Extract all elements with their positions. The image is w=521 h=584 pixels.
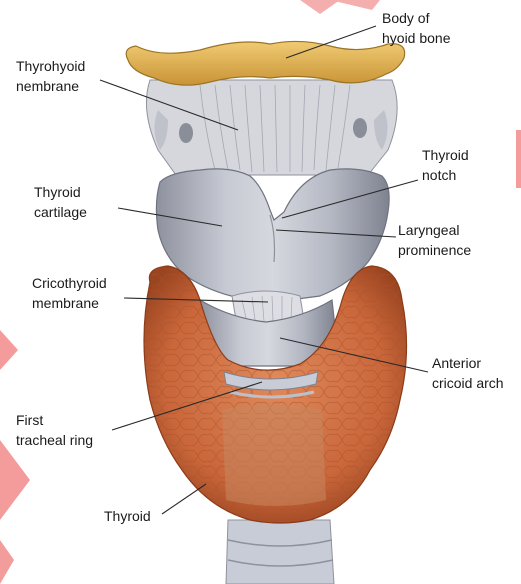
hyoid-bone	[126, 41, 404, 85]
label-anterior-cricoid-arch: Anterior cricoid arch	[432, 353, 504, 393]
label-cricothyroid-membrane: Cricothyroid membrane	[32, 273, 107, 313]
thyrohyoid-membrane	[146, 80, 397, 175]
label-thyroid: Thyroid	[104, 506, 151, 526]
trachea	[226, 520, 334, 584]
label-laryngeal-prominence: Laryngeal prominence	[398, 220, 471, 260]
watermark-left-2	[0, 440, 30, 520]
watermark-top-right	[330, 0, 380, 10]
label-thyroid-notch: Thyroid notch	[422, 145, 469, 185]
watermark-left-1	[0, 330, 18, 370]
label-thyroid-cartilage: Thyroid cartilage	[34, 182, 87, 222]
label-thyrohyoid-membrane: Thyrohyoid nembrane	[16, 56, 85, 96]
label-first-tracheal-ring: First tracheal ring	[16, 410, 93, 450]
watermark-right	[516, 130, 521, 188]
leader-thyroid	[162, 484, 206, 514]
watermark-left-3	[0, 540, 14, 584]
watermark-top-left	[300, 0, 340, 14]
label-body-of-hyoid-bone: Body of hyoid bone	[382, 8, 451, 48]
